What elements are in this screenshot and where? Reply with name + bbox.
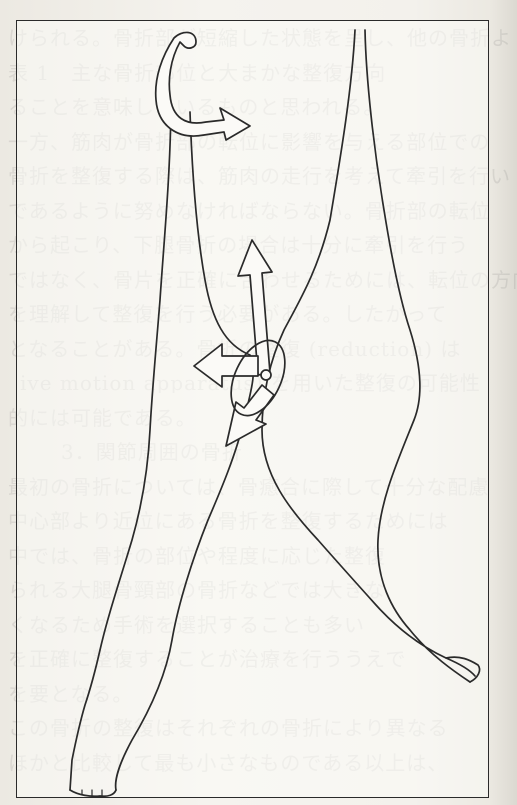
left-thigh-twist-arrow xyxy=(156,32,250,140)
left-leg-outline xyxy=(70,108,253,790)
upward-traction-arrow xyxy=(238,240,272,375)
page-edge-shadow xyxy=(489,0,517,805)
left-foot-outline xyxy=(70,790,116,796)
pivot-point xyxy=(261,370,271,380)
right-leg-outline xyxy=(262,30,475,682)
